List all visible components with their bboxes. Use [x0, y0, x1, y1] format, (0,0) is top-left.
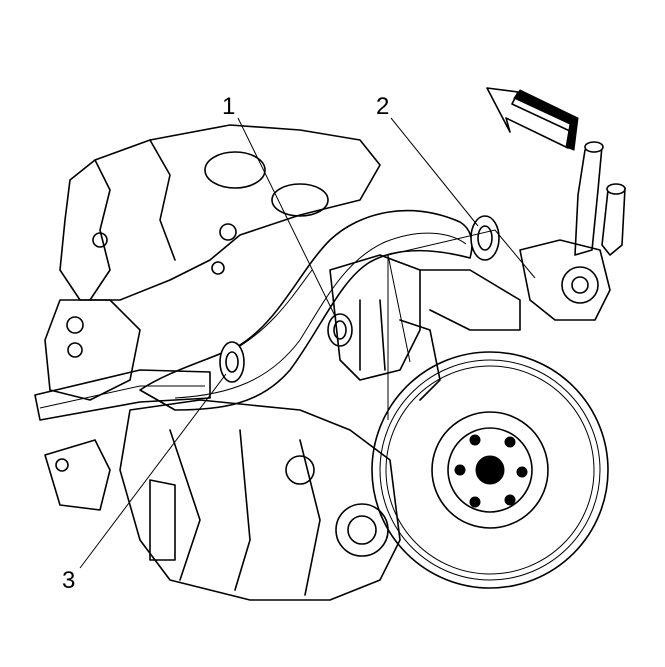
direction-arrow-icon: [486, 87, 579, 151]
hose-clamp-3: [219, 341, 245, 383]
leader-lines: [79, 117, 536, 569]
engine-block: [44, 124, 381, 511]
thermostat-housing: [519, 141, 626, 321]
crankcase: [119, 399, 401, 601]
hose-clamp-1: [327, 313, 353, 347]
coolant-hose: [139, 209, 473, 411]
intake-components: [329, 254, 521, 401]
flywheel: [371, 351, 609, 589]
hose-clamp-2: [470, 215, 500, 261]
callout-1: 1: [222, 93, 235, 120]
callout-3: 3: [62, 567, 75, 594]
lower-pipe: [34, 369, 211, 421]
callout-2: 2: [376, 93, 389, 120]
